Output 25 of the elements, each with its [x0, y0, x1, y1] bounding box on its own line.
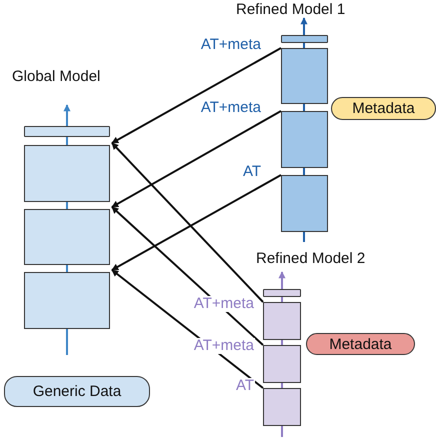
arrow [111, 269, 264, 389]
data-pill: Metadata [331, 97, 436, 120]
edge-label: AT+meta [192, 338, 255, 354]
layer-box [281, 111, 328, 168]
arrow [111, 174, 282, 271]
arrow [111, 110, 282, 208]
layer-bar [24, 126, 110, 137]
edge-label: AT+meta [192, 296, 255, 312]
model-title: Refined Model 2 [256, 250, 366, 267]
data-pill: Generic Data [4, 376, 150, 407]
model-title: Refined Model 1 [236, 1, 346, 18]
layer-box [281, 175, 328, 232]
arrow [111, 206, 264, 346]
model-title: Global Model [12, 68, 100, 85]
layer-box [24, 209, 110, 265]
layer-box [24, 272, 110, 329]
layer-box [263, 302, 301, 340]
layer-box [281, 48, 328, 104]
layer-box [263, 345, 301, 383]
layer-bar [281, 35, 328, 43]
data-pill: Metadata [306, 333, 415, 355]
arrow [111, 142, 264, 303]
layer-bar [263, 289, 301, 297]
layer-box [263, 388, 301, 426]
layer-box [24, 145, 110, 202]
